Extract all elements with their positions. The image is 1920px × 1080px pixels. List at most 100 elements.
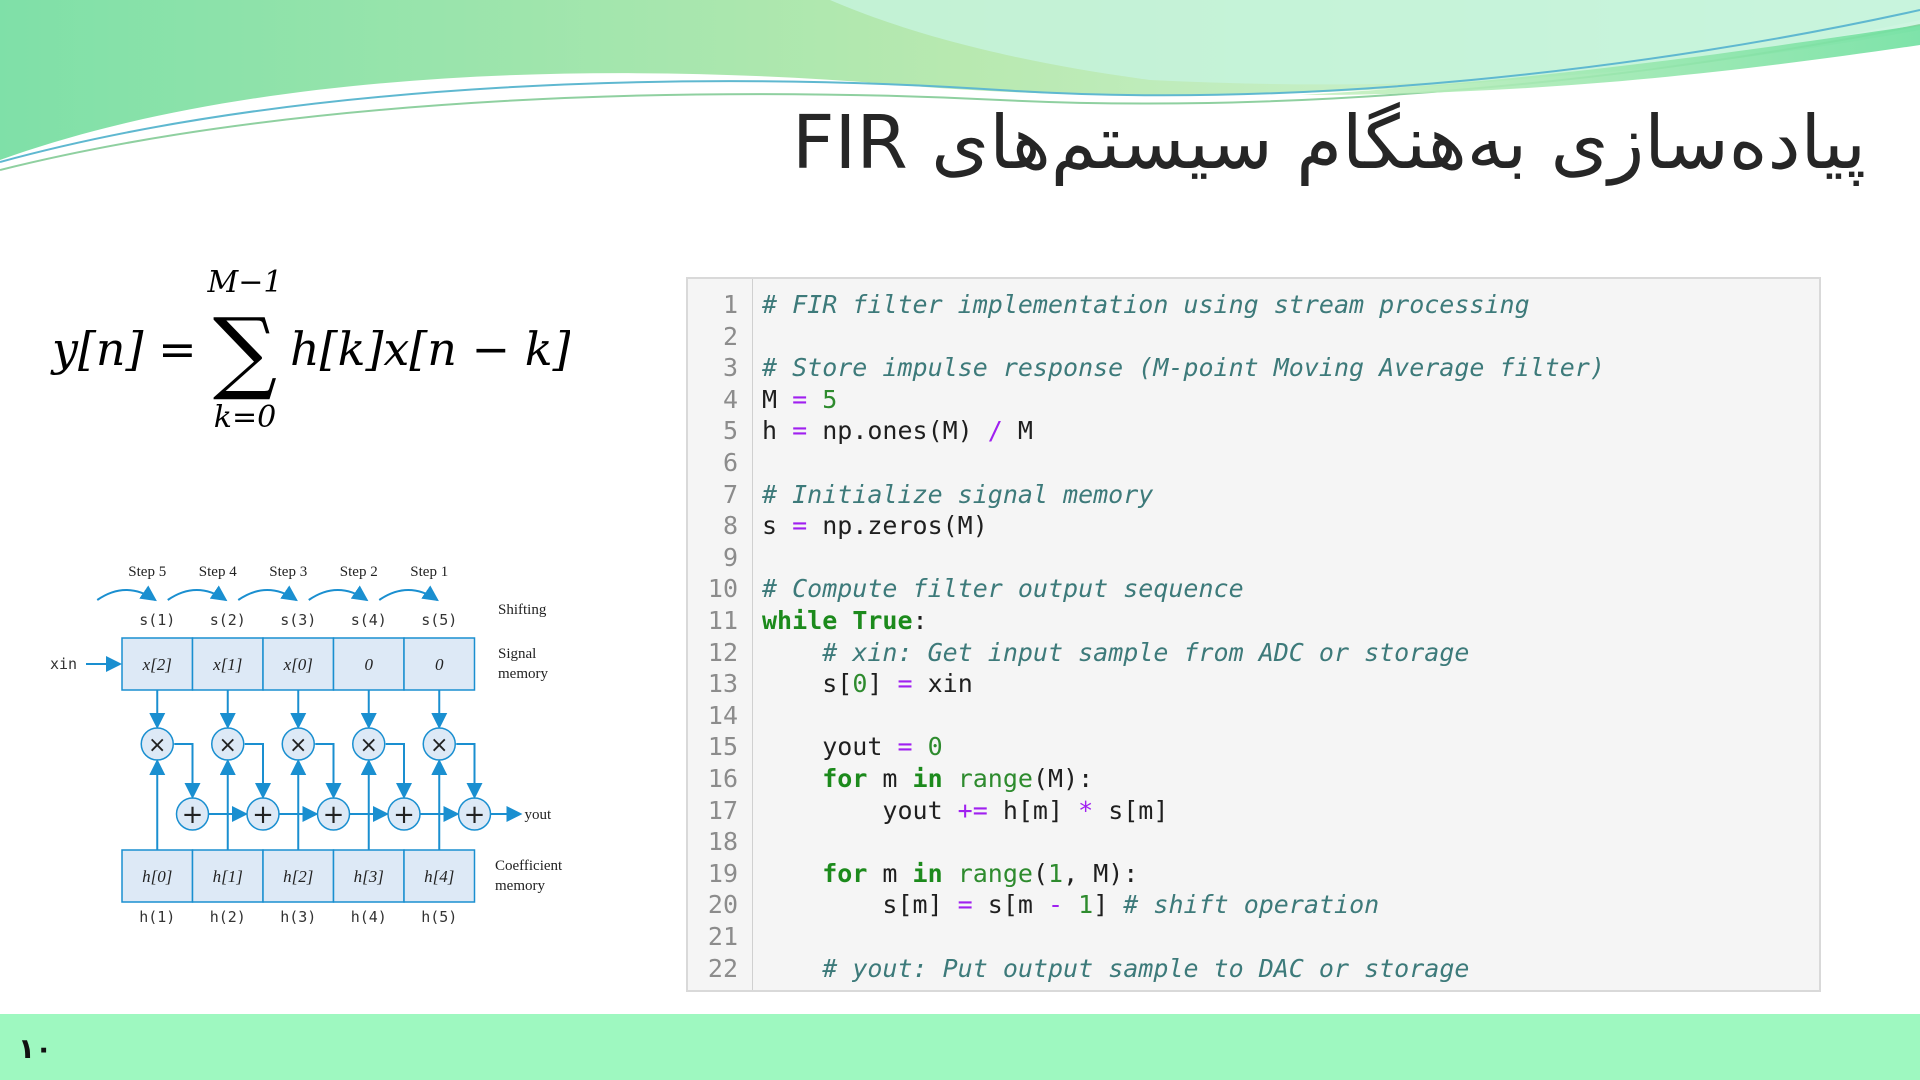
code-line: 12 # xin: Get input sample from ADC or s… bbox=[688, 637, 1818, 669]
line-number: 10 bbox=[707, 574, 738, 604]
step-label: Step 2 bbox=[340, 564, 378, 580]
code-token: for bbox=[822, 764, 868, 793]
code-line: 16 for m in range(M): bbox=[688, 763, 1818, 795]
output-label: yout bbox=[525, 807, 553, 823]
s-label: s(1) bbox=[139, 611, 175, 629]
line-number: 13 bbox=[707, 669, 738, 699]
line-number: 1 bbox=[722, 290, 738, 319]
signal-memory-label: Signal bbox=[498, 646, 536, 662]
code-token: # Initialize signal memory bbox=[762, 479, 1154, 509]
code-token bbox=[943, 859, 958, 888]
shift-arrow bbox=[96, 585, 157, 602]
code-token: = bbox=[792, 384, 808, 414]
code-token: s[m] bbox=[1093, 795, 1169, 825]
code-text: yout = 0 bbox=[762, 731, 942, 763]
code-text: # xin: Get input sample from ADC or stor… bbox=[762, 637, 1469, 669]
formula-body: h[k]x[n − k] bbox=[290, 322, 570, 376]
step-label: Step 4 bbox=[199, 564, 237, 580]
coefficient-cell-text: h[2] bbox=[283, 867, 313, 886]
code-line: 21 bbox=[688, 921, 1818, 953]
code-line: 3# Store impulse response (M-point Movin… bbox=[688, 352, 1818, 384]
multiply-symbol: × bbox=[148, 733, 166, 758]
add-symbol: + bbox=[393, 800, 415, 830]
shift-arrow bbox=[308, 585, 369, 602]
code-token: h[m] bbox=[987, 795, 1079, 825]
code-line: 9 bbox=[688, 542, 1818, 574]
code-token: in bbox=[912, 764, 943, 793]
code-token: , M): bbox=[1063, 858, 1139, 888]
code-token bbox=[762, 638, 822, 667]
code-line: 6 bbox=[688, 447, 1818, 479]
header-swoosh-decoration bbox=[0, 0, 1920, 171]
coefficient-cell bbox=[262, 849, 335, 903]
coefficient-cell-text: h[1] bbox=[213, 867, 243, 886]
code-text: s = np.zeros(M) bbox=[762, 510, 988, 542]
code-line: 15 yout = 0 bbox=[688, 731, 1818, 763]
line-number: 9 bbox=[722, 542, 738, 572]
code-token: ] bbox=[867, 669, 898, 699]
code-line: 10# Compute filter output sequence bbox=[688, 573, 1818, 605]
code-text: for m in range(M): bbox=[762, 763, 1093, 795]
line-number-gutter bbox=[688, 279, 753, 990]
code-text: s[m] = s[m - 1] # shift operation bbox=[762, 889, 1379, 921]
code-text: # Store impulse response (M-point Moving… bbox=[762, 352, 1605, 384]
s-label: s(3) bbox=[280, 611, 316, 629]
add-symbol: + bbox=[252, 800, 274, 830]
formula-lhs: y[n] = bbox=[50, 322, 197, 376]
code-token: = bbox=[897, 669, 913, 699]
step-label: Step 3 bbox=[269, 564, 307, 580]
code-token bbox=[807, 385, 822, 414]
code-token: s bbox=[762, 511, 793, 541]
coefficient-cell bbox=[403, 849, 476, 903]
line-number: 22 bbox=[707, 953, 738, 983]
s-label: s(5) bbox=[421, 611, 457, 629]
code-token: m bbox=[867, 858, 913, 888]
step-label: Step 5 bbox=[128, 564, 166, 580]
code-token: # FIR filter implementation using stream… bbox=[762, 290, 1530, 319]
code-line: 8 s = np.zeros(M) bbox=[688, 510, 1818, 542]
line-number: 21 bbox=[707, 922, 738, 951]
line-number: 4 bbox=[722, 384, 738, 414]
code-token: * bbox=[1078, 795, 1094, 825]
code-token: np.zeros(M) bbox=[807, 511, 988, 541]
code-text: # Initialize signal memory bbox=[762, 479, 1153, 511]
code-line: 17 yout += h[m] * s[m] bbox=[688, 795, 1818, 827]
line-number: 12 bbox=[707, 637, 738, 667]
line-number: 20 bbox=[707, 890, 738, 920]
code-token bbox=[762, 954, 822, 983]
code-token: xin bbox=[912, 669, 973, 699]
code-text: s[0] = xin bbox=[762, 668, 973, 700]
code-token: 0 bbox=[852, 669, 868, 699]
h-label: h(4) bbox=[351, 908, 387, 926]
h-label: h(5) bbox=[421, 908, 457, 926]
formula-lower-limit: k=0 bbox=[214, 400, 276, 435]
coefficient-memory-label: memory bbox=[495, 878, 545, 894]
add-symbol: + bbox=[182, 800, 204, 830]
line-number: 19 bbox=[707, 858, 738, 888]
line-number: 8 bbox=[722, 511, 738, 541]
h-label: h(3) bbox=[280, 908, 316, 926]
s-label: s(4) bbox=[351, 611, 387, 629]
code-token bbox=[913, 732, 928, 761]
line-number: 16 bbox=[707, 764, 738, 793]
add-symbol: + bbox=[464, 800, 486, 830]
code-token: m bbox=[867, 764, 913, 793]
coefficient-cell-text: h[3] bbox=[354, 867, 384, 886]
code-text: for m in range(1, M): bbox=[762, 858, 1138, 890]
mult-to-adder-arrow bbox=[385, 743, 412, 799]
signal-cell-text: 0 bbox=[365, 655, 374, 674]
code-token bbox=[837, 606, 852, 635]
line-number: 7 bbox=[722, 479, 738, 509]
coefficient-memory-label: Coefficient bbox=[495, 858, 563, 874]
coefficient-cell bbox=[191, 849, 264, 903]
formula-sigma: ∑ bbox=[213, 299, 277, 404]
code-token: in bbox=[912, 858, 943, 888]
signal-cell-text: x[1] bbox=[212, 655, 242, 674]
mult-to-adder-arrow bbox=[315, 743, 342, 799]
signal-cell bbox=[403, 637, 476, 691]
mult-to-adder-arrow bbox=[174, 743, 201, 799]
